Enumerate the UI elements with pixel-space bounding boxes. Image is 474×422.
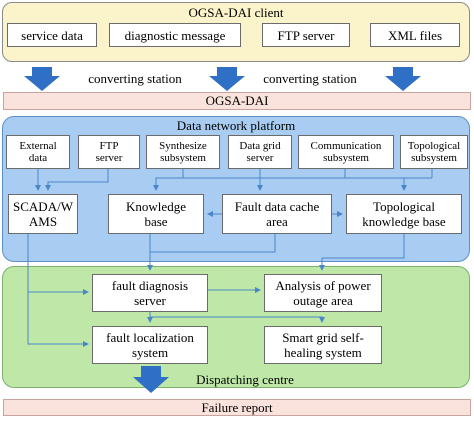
fault-diagnosis-server-box: fault diagnosis server [92, 274, 208, 312]
power-outage-analysis-box: Analysis of power outage area [264, 274, 382, 312]
big-arrow-failure [133, 366, 169, 393]
client-item-ftp-server: FTP server [262, 23, 350, 47]
source-external-data: External data [6, 135, 70, 169]
client-item-service-data: service data [7, 23, 97, 47]
self-healing-system-box: Smart grid self- healing system [264, 326, 382, 364]
big-arrow-mid [209, 67, 245, 91]
knowledge-base-box: Knowledge base [108, 194, 204, 234]
source-synthesize-subsystem: Synthesize subsystem [146, 135, 220, 169]
failure-report-band: Failure report [3, 399, 471, 416]
fault-localization-system-box: fault localization system [92, 326, 208, 364]
source-topological-subsystem: Topological subsystem [400, 135, 468, 169]
big-arrow-right [385, 67, 421, 91]
platform-title: Data network platform [176, 118, 296, 133]
big-arrow-left [24, 67, 60, 91]
scada-wams-box: SCADA/W AMS [8, 194, 78, 234]
topological-knowledge-base-box: Topological knowledge base [346, 194, 462, 234]
source-ftp-server: FTP server [78, 135, 140, 169]
ogsa-dai-band: OGSA-DAI [3, 92, 471, 110]
converting-station-label-1: converting station [88, 71, 182, 86]
client-item-diagnostic-message: diagnostic message [109, 23, 241, 47]
fault-data-cache-box: Fault data cache area [222, 194, 332, 234]
dispatch-panel [2, 266, 470, 388]
converting-station-label-2: converting station [263, 71, 357, 86]
source-data-grid-server: Data grid server [228, 135, 292, 169]
dispatch-title: Dispatching centre [196, 372, 294, 387]
client-title: OGSA-DAI client [188, 5, 284, 20]
source-communication-subsystem: Communication subsystem [298, 135, 394, 169]
client-item-xml-files: XML files [370, 23, 460, 47]
